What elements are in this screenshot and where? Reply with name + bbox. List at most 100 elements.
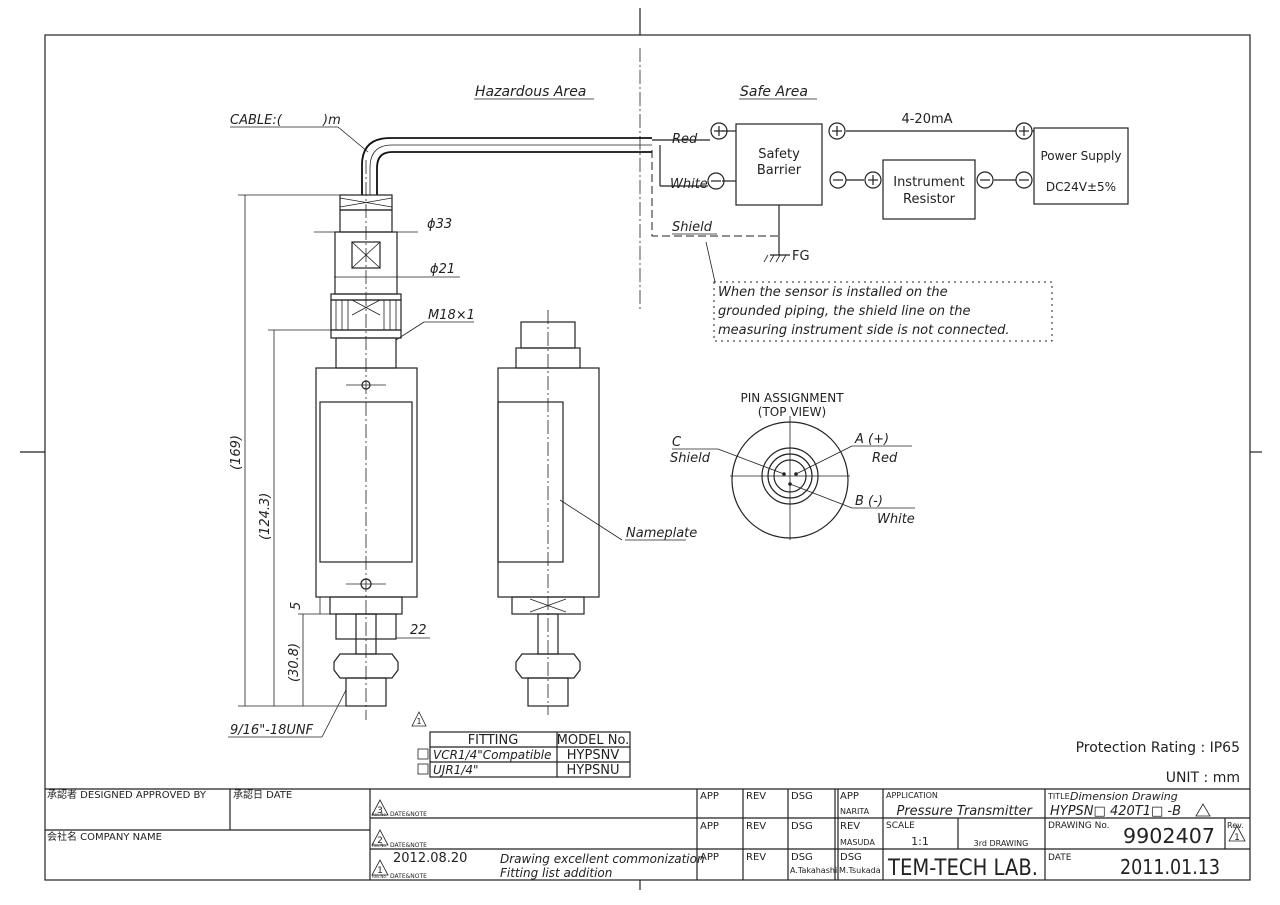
dim-twentytwo: 22: [410, 623, 427, 638]
rev-header-3: REV: [746, 852, 766, 863]
rev-2-datenote: DATE&NOTE: [390, 842, 427, 849]
rev-1-datenote: DATE&NOTE: [390, 873, 427, 880]
sensor-side-view: [497, 310, 623, 715]
safety-barrier-label-2: Barrier: [757, 163, 802, 178]
power-supply-label-1: Power Supply: [1041, 149, 1122, 163]
unit-label: UNIT : mm: [1166, 770, 1240, 786]
safety-barrier-box: [735, 123, 823, 206]
fitting-header: FITTING: [468, 733, 519, 748]
instrument-label-2: Resistor: [903, 192, 956, 207]
pin-c-label: Shield: [670, 451, 711, 466]
power-supply-box: [1033, 127, 1129, 205]
rev-label: Rev.: [1227, 821, 1244, 830]
wiring-lines: [651, 130, 1034, 283]
projection-label: 3rd DRAWING: [974, 839, 1029, 848]
narita-name: NARITA: [840, 807, 870, 816]
instrument-resistor-box: [882, 159, 976, 220]
tsukada-name: M.Tsukada: [839, 866, 881, 875]
rev-2-number: 2: [377, 836, 383, 846]
model-header: MODEL No.: [557, 733, 630, 748]
note-line-1: When the sensor is installed on the: [718, 285, 948, 300]
fitting-row-2: UJR1/4": [433, 763, 479, 777]
instrument-label-1: Instrument: [893, 175, 965, 190]
protection-rating: Protection Rating : IP65: [1076, 740, 1240, 756]
pin-assignment-view: [672, 416, 915, 540]
nameplate-label: Nameplate: [626, 526, 697, 541]
cable-label: CABLE:(: [230, 113, 283, 128]
drawing-no-header: DRAWING No.: [1048, 821, 1110, 831]
dim-body: (124.3): [258, 493, 273, 540]
pin-b-label: White: [877, 512, 915, 527]
title-value: Dimension Drawing: [1070, 790, 1178, 803]
dim-total: (169): [229, 435, 244, 470]
fg-label: FG: [792, 249, 810, 264]
note-line-2: grounded piping, the shield line on the: [718, 304, 970, 319]
wire-red-label: Red: [672, 132, 698, 147]
rev-3-revno: Rev.No.: [372, 812, 387, 817]
rev-1-date: 2012.08.20: [393, 851, 467, 866]
date-header-2: DATE: [1048, 853, 1072, 863]
title-header: TITLE: [1047, 792, 1070, 801]
company-header: 会社名 COMPANY NAME: [47, 830, 162, 843]
note-box: [713, 281, 1053, 342]
safety-barrier-label-1: Safety: [758, 147, 800, 162]
wire-white-label: White: [670, 177, 708, 192]
masuda-name: MASUDA: [840, 838, 875, 847]
dim-thread: M18×1: [428, 308, 475, 323]
pin-a: A (+): [854, 432, 889, 447]
dim-five: 5: [289, 602, 304, 610]
hazardous-area-label: Hazardous Area: [475, 84, 586, 100]
pin-b: B (-): [855, 494, 883, 509]
cable-unit: )m: [322, 113, 341, 128]
date-header: 承認日 DATE: [233, 788, 292, 801]
terminal-symbols: [707, 122, 1033, 190]
dim-fitting: (30.8): [287, 643, 302, 682]
app-header-3: APP: [700, 852, 719, 863]
wire-shield-label: Shield: [672, 220, 713, 235]
rev-1-note-2: Fitting list addition: [500, 866, 612, 880]
model-row-2: HYPSNU: [566, 763, 619, 778]
takahashi-name: A.Takahashi: [790, 866, 837, 875]
designed-header: 承認者 DESIGNED APPROVED BY: [47, 788, 207, 801]
application-value: Pressure Transmitter: [896, 804, 1033, 819]
pin-title-2: (TOP VIEW): [758, 405, 826, 419]
dim-unf: 9/16"-18UNF: [230, 723, 314, 738]
rev-3-datenote: DATE&NOTE: [390, 811, 427, 818]
model-row-1: HYPSNV: [567, 748, 620, 763]
app-header-4: APP: [840, 791, 859, 802]
rev-3-number: 3: [377, 806, 383, 816]
cable: [230, 126, 652, 195]
rev-header-1: REV: [746, 791, 766, 802]
app-header-1: APP: [700, 791, 719, 802]
title-block-grid: [45, 788, 1250, 880]
safe-area-label: Safe Area: [740, 84, 808, 100]
dsg-header-4: DSG: [840, 852, 862, 863]
model-value: HYPSN□ 420T1□ -B: [1050, 804, 1181, 819]
sheet-frame: [20, 8, 1262, 890]
fitting-row-1: VCR1/4"Compatible: [433, 748, 552, 762]
scale-value: 1:1: [911, 835, 929, 848]
application-header: APPLICATION: [886, 791, 938, 800]
rev-1-revno: Rev.No.: [372, 874, 387, 879]
pin-a-label: Red: [872, 451, 898, 466]
note-line-3: measuring instrument side is not connect…: [718, 323, 1010, 338]
pin-title-1: PIN ASSIGNMENT: [740, 391, 844, 405]
pin-c: C: [672, 435, 682, 450]
fitting-table: [411, 711, 631, 778]
rev-1-note-1: Drawing excellent commonization: [500, 852, 705, 866]
scale-header: SCALE: [886, 821, 915, 831]
sensor-front-view: [315, 160, 418, 720]
dim-d33: ϕ33: [427, 217, 452, 232]
fitting-rev-mark: 1: [416, 717, 421, 726]
dsg-header-3: DSG: [791, 852, 813, 863]
rev-header-4: REV: [840, 821, 860, 832]
rev-header-2: REV: [746, 821, 766, 832]
signal-label: 4-20mA: [901, 112, 952, 127]
dimension-lines: [228, 194, 474, 738]
dsg-header-1: DSG: [791, 791, 813, 802]
drawing-no-value: 9902407: [1123, 824, 1215, 848]
rev-value: 1: [1234, 833, 1240, 843]
dsg-header-2: DSG: [791, 821, 813, 832]
app-header-2: APP: [700, 821, 719, 832]
